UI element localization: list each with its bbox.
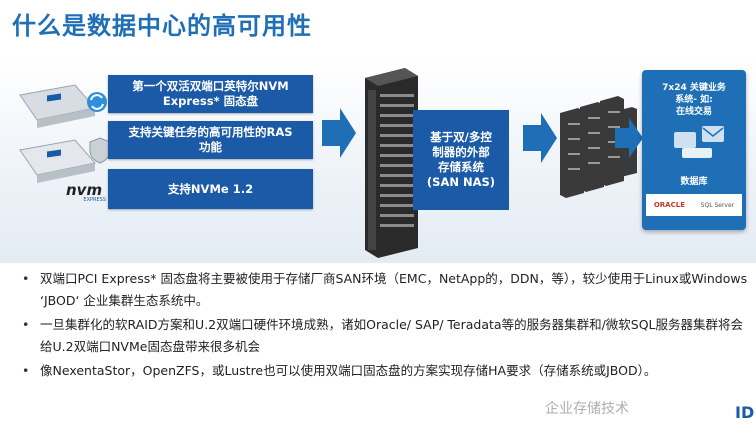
flow-arrow-icon-2 (523, 113, 557, 163)
feature-nvme-1-2: 支持NVMe 1.2 (108, 169, 313, 209)
database-label: 数据库 (680, 177, 708, 187)
feature-ras: 支持关键任务的高可用性的RAS 功能 (108, 121, 313, 159)
sql-server-logo: SQL Server (700, 201, 735, 209)
ssd-drive-1 (19, 84, 96, 128)
feature-dual-port-nvme: 第一个双活双端口英特尔NVM Express* 固态盘 (108, 75, 313, 113)
business-systems-panel: 7x24 关键业务 系统- 如: 在线交易 数据库 ORACLE SQL Ser… (642, 70, 746, 230)
external-storage-box: 基于双/多控 制器的外部 存储系统 (SAN NAS) (413, 110, 509, 210)
online-transaction-icon (674, 126, 724, 158)
bullet-list: 双端口PCI Express* 固态盘将主要被使用于存储厂商SAN环境（EMC，… (22, 268, 752, 384)
panel-line-2: 系统- 如: (675, 95, 713, 105)
panel-line-1: 7x24 关键业务 (662, 83, 726, 93)
bullet-item: 一旦集群化的软RAID方案和U.2双端口硬件环境成熟，诸如Oracle/ SAP… (22, 314, 752, 358)
server-rack-illustration (365, 68, 418, 258)
shield-icon (89, 137, 110, 164)
bullet-item: 像NexentaStor，OpenZFS，或Lustre也可以使用双端口固态盘的… (22, 360, 752, 382)
flow-arrow-icon-3 (615, 118, 643, 158)
bullet-item: 双端口PCI Express* 固态盘将主要被使用于存储厂商SAN环境（EMC，… (22, 268, 752, 312)
panel-line-3: 在线交易 (675, 107, 712, 117)
db-logos-strip: ORACLE SQL Server (646, 194, 742, 216)
flow-arrow-icon (322, 108, 356, 158)
watermark: 企业存储技术 (545, 401, 629, 417)
corner-logo: ID (735, 403, 755, 422)
slide-title: 什么是数据中心的高可用性 (12, 12, 312, 40)
ssd-devices-illustration (19, 84, 110, 183)
ssd-drive-2 (19, 139, 96, 183)
sync-arrows-icon (87, 92, 107, 112)
oracle-logo: ORACLE (653, 201, 685, 209)
architecture-diagram: nvm EXPRESS 第一个双活双端口英特尔NVM Express* 固态盘 … (0, 58, 756, 263)
nvm-express-logo: nvm EXPRESS (66, 181, 106, 204)
